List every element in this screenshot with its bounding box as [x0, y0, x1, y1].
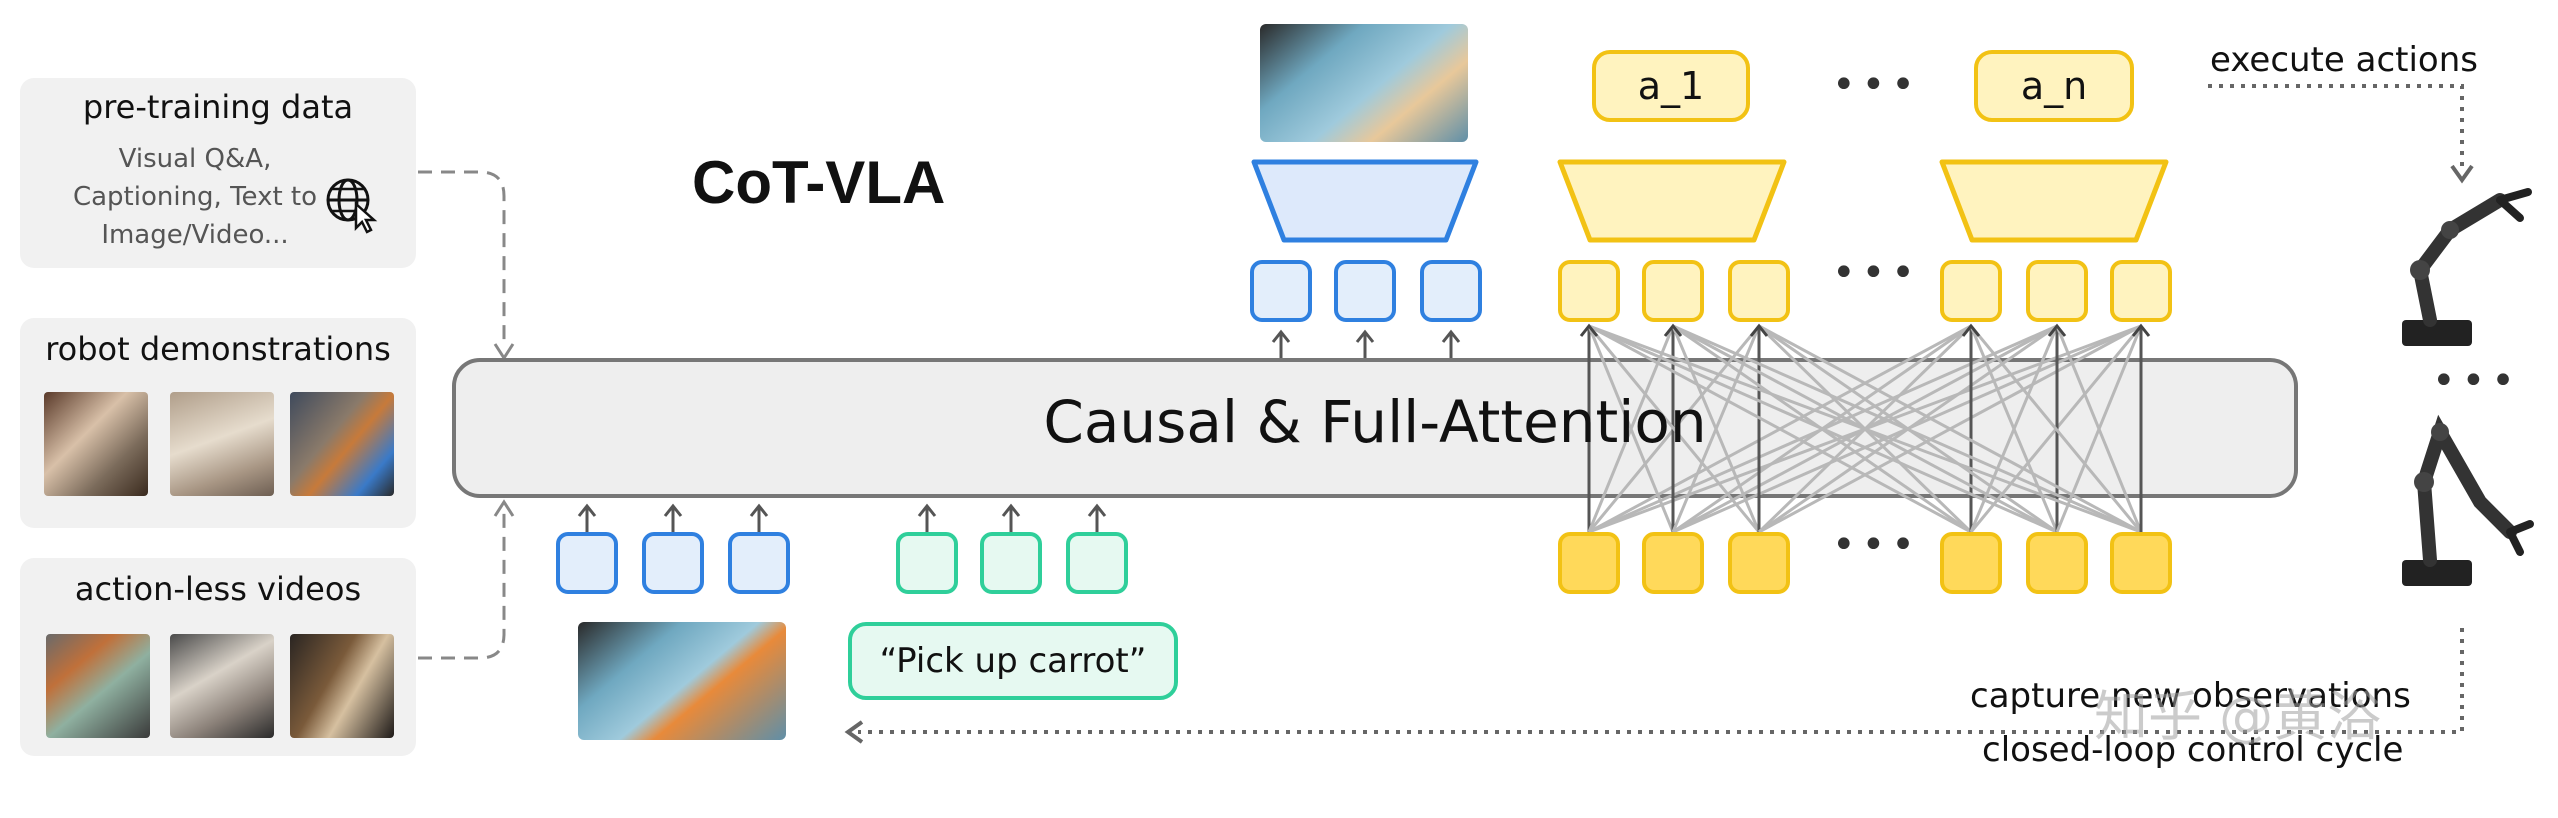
loop-caption: closed-loop control cycle [1982, 730, 2404, 770]
action-output-token [1642, 260, 1704, 322]
action-output-token [1728, 260, 1790, 322]
capture-caption: capture new observations [1970, 676, 2411, 716]
attention-arrowhead [1663, 323, 1683, 337]
robot-demos-panel: robot demonstrations [20, 318, 416, 528]
input-arrow [577, 503, 597, 532]
attention-arrowhead [1579, 323, 1599, 337]
attention-arrowhead [1749, 323, 1769, 337]
ellipsis-dots: ••• [1832, 250, 1921, 296]
watermark: 知乎 @黄浴 [2094, 685, 2382, 748]
robot-demo-thumb [290, 392, 394, 496]
pretraining-panel: pre-training data Visual Q&A, Captioning… [20, 78, 416, 268]
visual-output-token [1250, 260, 1312, 322]
output-arrow [1355, 329, 1375, 358]
input-arrow [663, 503, 683, 532]
text-input-token [1066, 532, 1128, 594]
action-label-first: a_1 [1592, 50, 1750, 122]
action-output-token [2110, 260, 2172, 322]
ellipsis-dots: ••• [1832, 62, 1921, 108]
action-input-token [2026, 532, 2088, 594]
backbone-label: Causal & Full-Attention [1043, 388, 1707, 456]
ellipsis-dots: ••• [1832, 522, 1921, 568]
attention-line [1588, 324, 1972, 534]
attention-line [1588, 324, 2058, 534]
action-decoder [1557, 159, 1787, 243]
actionless-title: action-less videos [74, 570, 362, 608]
pretraining-title: pre-training data [82, 88, 354, 126]
video-thumb [170, 634, 274, 738]
action-input-token [1728, 532, 1790, 594]
attention-line [2055, 325, 2143, 533]
pretraining-line-3: Image/Video... [101, 220, 289, 250]
output-arrow [1271, 329, 1291, 358]
attention-arrowhead [2047, 323, 2067, 337]
text-input-token [896, 532, 958, 594]
attention-arrowhead [1961, 323, 1981, 337]
attention-line [1588, 324, 2142, 534]
robot-demos-title: robot demonstrations [45, 330, 391, 368]
action-input-token [1642, 532, 1704, 594]
execute-dotted-line [2208, 84, 2464, 172]
attention-line [1671, 325, 1761, 533]
pretraining-line-2: Captioning, Text to [72, 182, 318, 212]
input-arrow [1087, 503, 1107, 532]
action-input-token [1940, 532, 2002, 594]
robot-arm-icon [2402, 414, 2534, 586]
action-label-last: a_n [1974, 50, 2134, 122]
execute-caption: execute actions [2210, 40, 2478, 80]
attention-line [1758, 324, 2142, 534]
text-input-token [980, 532, 1042, 594]
action-input-token [1558, 532, 1620, 594]
predicted-observation-image [1260, 24, 1468, 142]
attention-arrowhead [2131, 323, 2151, 337]
visual-input-token [642, 532, 704, 594]
video-thumb [290, 634, 394, 738]
current-observation-image [578, 622, 786, 740]
visual-output-token [1420, 260, 1482, 322]
attention-line [1587, 325, 1761, 533]
actionless-panel: action-less videos [20, 558, 416, 756]
image-decoder [1251, 159, 1479, 243]
action-output-token [2026, 260, 2088, 322]
robot-arm-icon [2402, 188, 2532, 346]
globe-cursor-icon [326, 178, 378, 234]
attention-line [1672, 324, 2142, 534]
attention-line [1587, 325, 1675, 533]
robot-demo-thumb [170, 392, 274, 496]
output-arrow [1441, 329, 1461, 358]
video-thumb [46, 634, 150, 738]
actionless-connector [418, 512, 506, 660]
visual-output-token [1334, 260, 1396, 322]
action-decoder [1939, 159, 2169, 243]
input-arrow [1001, 503, 1021, 532]
action-output-token [1558, 260, 1620, 322]
capture-dotted-line [858, 628, 2464, 734]
action-output-token [1940, 260, 2002, 322]
action-input-token [2110, 532, 2172, 594]
visual-input-token [556, 532, 618, 594]
diagram-title: CoT-VLA [692, 149, 946, 216]
input-arrow [749, 503, 769, 532]
pretraining-line-1: Visual Q&A, [118, 144, 272, 174]
attention-line [1969, 325, 2059, 533]
attention-line [1969, 325, 2143, 533]
input-arrow [917, 503, 937, 532]
ellipsis-dots: ••• [2432, 358, 2521, 404]
visual-input-token [728, 532, 790, 594]
pretraining-connector [418, 170, 506, 348]
robot-demo-thumb [44, 392, 148, 496]
instruction-box: “Pick up carrot” [848, 622, 1178, 700]
